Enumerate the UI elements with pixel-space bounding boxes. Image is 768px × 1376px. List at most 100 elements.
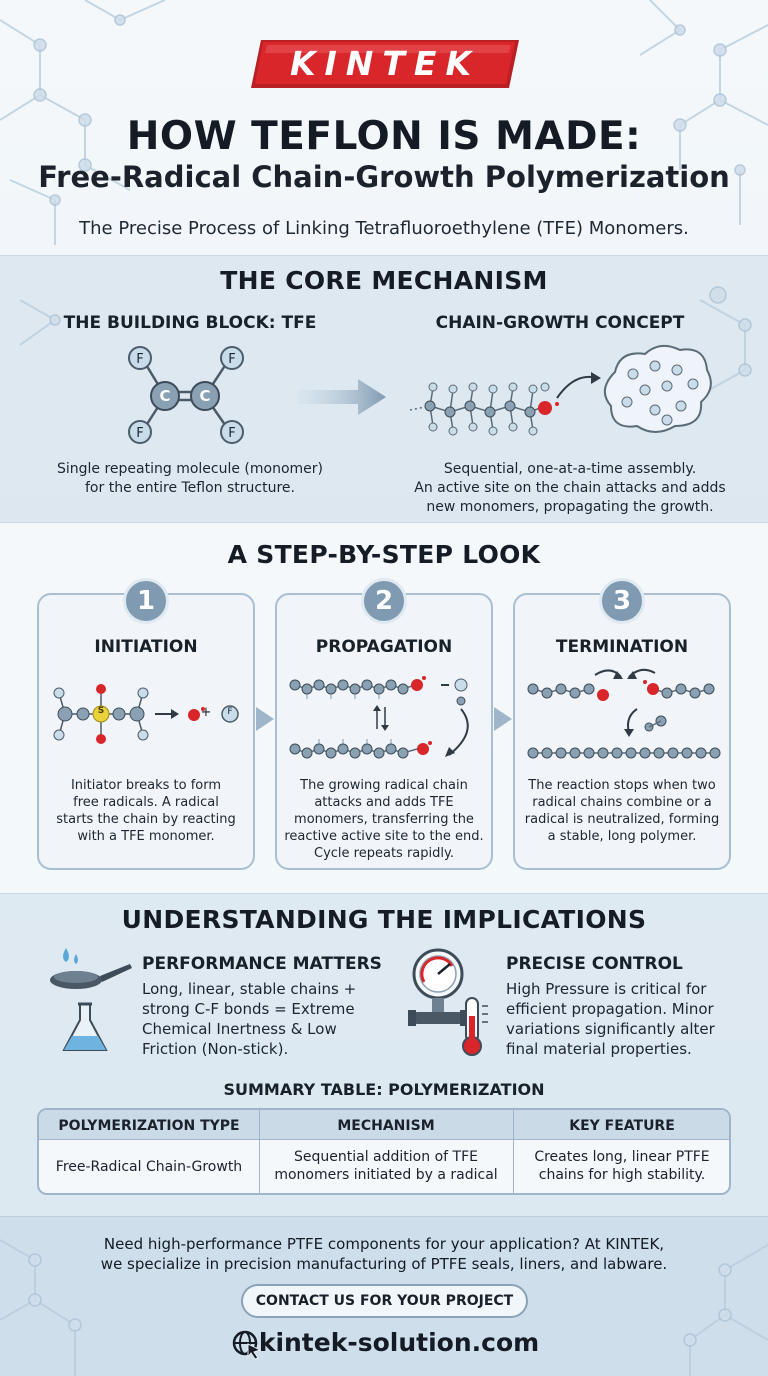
summary-table-title: SUMMARY TABLE: POLYMERIZATION	[223, 1080, 545, 1099]
table-divider	[259, 1110, 260, 1193]
globe-cursor-icon	[232, 1330, 262, 1360]
desc-line: Single repeating molecule (monomer)	[56, 461, 324, 477]
thermometer-icon	[462, 997, 488, 1056]
plus-sign: +	[200, 705, 212, 720]
fluorine-atom	[128, 346, 244, 444]
kintek-logo: KINTEK	[247, 36, 523, 92]
desc-line: for the entire Teflon structure.	[85, 480, 295, 496]
desc-line: High Pressure is critical for	[506, 980, 707, 998]
table-divider	[513, 1110, 514, 1193]
step-title: INITIATION	[94, 637, 198, 657]
desc-line: efficient propagation. Minor	[506, 1000, 714, 1018]
page-subtitle: Free-Radical Chain-Growth Polymerization	[38, 160, 730, 194]
performance-desc: Long, linear, stable chains + strong C-F…	[142, 979, 356, 1059]
table-header-cell: MECHANISM	[337, 1118, 435, 1134]
pitch-line: Need high-performance PTFE components fo…	[103, 1235, 665, 1253]
desc-line: free radicals. A radical	[73, 795, 219, 810]
carbon-label: C	[159, 387, 171, 405]
table-cell: Creates long, linear PTFE chains for hig…	[513, 1148, 729, 1184]
fluorine-label: F	[136, 426, 144, 441]
desc-line: Sequential, one-at-a-time assembly.	[443, 461, 697, 477]
website-link[interactable]: kintek-solution.com	[258, 1328, 540, 1357]
step-card-propagation: PROPAGATION	[275, 593, 493, 870]
desc-line: with a TFE monomer.	[77, 829, 215, 844]
carbon-atom	[150, 381, 220, 411]
desc-line: attacks and adds TFE	[314, 795, 454, 810]
cell-line: Free-Radical Chain-Growth	[55, 1159, 243, 1175]
process-arrow-icon	[298, 379, 386, 415]
flask-icon	[62, 1002, 108, 1051]
step-title: TERMINATION	[555, 637, 689, 657]
pressure-gauge-icon	[408, 948, 488, 1056]
precise-control-desc: High Pressure is critical for efficient …	[506, 979, 715, 1059]
logo-text: KINTEK	[289, 44, 481, 83]
desc-line: The reaction stops when two	[528, 778, 716, 793]
table-header-cell: POLYMERIZATION TYPE	[58, 1118, 240, 1134]
step-card-termination: TERMINATION	[513, 593, 731, 870]
desc-line: variations significantly alter	[506, 1020, 715, 1038]
step-desc: Initiator breaks to form free radicals. …	[39, 777, 253, 845]
desc-line: Initiator breaks to form	[70, 778, 222, 793]
building-block-desc: Single repeating molecule (monomer) for …	[30, 460, 350, 498]
propagation-diagram	[289, 676, 469, 759]
desc-line: reactive active site to the end.	[284, 829, 484, 844]
cell-line: monomers initiated by a radical	[274, 1167, 498, 1183]
step-connector-arrow-icon	[494, 707, 512, 731]
step-number-badge: 2	[361, 578, 407, 624]
step-card-initiation: INITIATION S +	[37, 593, 255, 870]
cell-line: chains for high stability.	[538, 1167, 706, 1183]
fluorine-label: F	[228, 426, 236, 441]
pitch-line: we specialize in precision manufacturing…	[100, 1255, 668, 1273]
steps-heading: A STEP-BY-STEP LOOK	[227, 540, 541, 569]
page-title: HOW TEFLON IS MADE:	[126, 114, 642, 159]
chain-growth-diagram	[409, 344, 712, 436]
chain-growth-desc: Sequential, one-at-a-time assembly. An a…	[380, 460, 760, 517]
step-number-badge: 3	[599, 578, 645, 624]
step-connector-arrow-icon	[256, 707, 274, 731]
desc-line: monomers, transferring the	[294, 812, 474, 827]
chain-growth-title: CHAIN-GROWTH CONCEPT	[435, 313, 685, 333]
fluorine-label: F	[227, 707, 233, 717]
step-desc: The reaction stops when two radical chai…	[515, 777, 729, 845]
monomer-cloud	[604, 344, 712, 433]
desc-line: starts the chain by reacting	[56, 812, 236, 827]
summary-table: POLYMERIZATION TYPE MECHANISM KEY FEATUR…	[37, 1108, 731, 1195]
logo-badge-shape	[251, 40, 519, 88]
implications-heading: UNDERSTANDING THE IMPLICATIONS	[121, 905, 647, 934]
frying-pan-icon	[50, 948, 132, 1051]
step-number-badge: 1	[123, 578, 169, 624]
carbon-label: C	[199, 387, 211, 405]
desc-line: Cycle repeats rapidly.	[314, 846, 454, 861]
step-desc: The growing radical chain attacks and ad…	[277, 777, 491, 862]
fluorine-label: F	[228, 352, 236, 367]
table-header-cell: KEY FEATURE	[569, 1118, 675, 1134]
radical-active-site	[538, 401, 552, 415]
fluorine-label: F	[136, 352, 144, 367]
building-block-title: THE BUILDING BLOCK: TFE	[63, 313, 317, 333]
precise-control-title: PRECISE CONTROL	[506, 954, 683, 974]
termination-diagram	[527, 668, 721, 759]
table-cell: Free-Radical Chain-Growth	[39, 1158, 259, 1176]
desc-line: Long, linear, stable chains +	[142, 980, 357, 998]
footer-pitch: Need high-performance PTFE components fo…	[0, 1234, 768, 1274]
table-header-row: POLYMERIZATION TYPE MECHANISM KEY FEATUR…	[39, 1110, 729, 1140]
desc-line: radical is neutralized, forming	[524, 812, 720, 827]
cell-line: Creates long, linear PTFE	[534, 1149, 710, 1165]
desc-line: Friction (Non-stick).	[142, 1040, 289, 1058]
desc-line: a stable, long polymer.	[547, 829, 697, 844]
step-title: PROPAGATION	[315, 637, 453, 657]
desc-line: Chemical Inertness & Low	[142, 1020, 337, 1038]
desc-line: strong C-F bonds = Extreme	[142, 1000, 355, 1018]
performance-title: PERFORMANCE MATTERS	[142, 954, 382, 974]
sulfur-label: S	[97, 706, 105, 716]
contact-us-button[interactable]: CONTACT US FOR YOUR PROJECT	[241, 1284, 528, 1318]
table-cell: Sequential addition of TFE monomers init…	[259, 1148, 513, 1184]
cell-line: Sequential addition of TFE	[294, 1149, 478, 1165]
desc-line: final material properties.	[506, 1040, 692, 1058]
desc-line: An active site on the chain attacks and …	[414, 480, 726, 496]
core-mechanism-heading: THE CORE MECHANISM	[220, 266, 548, 295]
desc-line: new monomers, propagating the growth.	[426, 499, 714, 515]
tfe-molecule-diagram	[128, 346, 244, 444]
